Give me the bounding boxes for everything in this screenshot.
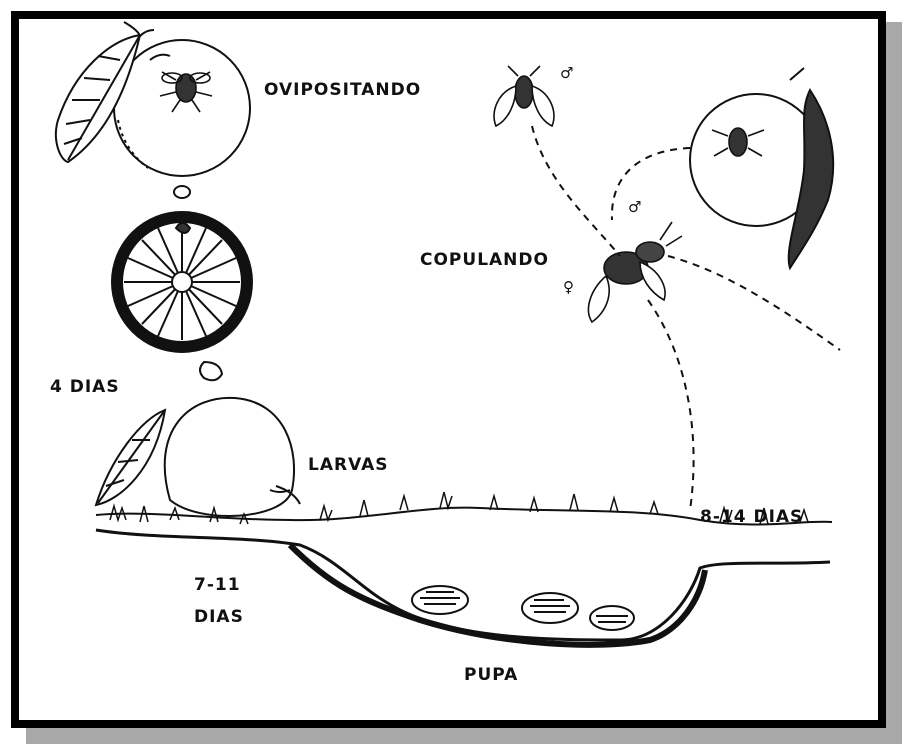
fly-male-flying-icon xyxy=(494,66,554,126)
label-pupa: PUPA xyxy=(464,665,518,685)
symbol-male-top: ♂ xyxy=(560,64,573,82)
leaf-bottom-left-icon xyxy=(96,410,165,505)
label-larvas: LARVAS xyxy=(308,455,388,475)
label-4-dias: 4 DIAS xyxy=(50,377,120,397)
pupa-1-icon xyxy=(412,586,468,614)
fruit-ovipositing xyxy=(114,40,250,176)
connector-bottom xyxy=(200,362,222,380)
fruit-cross-section xyxy=(112,212,252,352)
label-8-14-dias: 8-14 DIAS xyxy=(700,507,803,527)
label-7-11-dias: DIAS xyxy=(194,607,244,627)
pupae-group xyxy=(412,586,634,630)
label-copulando: COPULANDO xyxy=(420,250,549,270)
label-ovipositando: OVIPOSITANDO xyxy=(264,80,421,100)
symbol-male-mating: ♂ xyxy=(628,198,641,216)
fruit-top-right xyxy=(690,68,833,268)
pupa-2-icon xyxy=(522,593,578,623)
pupa-3-icon xyxy=(590,606,634,630)
connector-top xyxy=(174,186,190,198)
fallen-fruit xyxy=(165,398,294,516)
symbol-female-mating: ♀ xyxy=(563,278,574,296)
label-7-11: 7-11 xyxy=(194,575,241,595)
